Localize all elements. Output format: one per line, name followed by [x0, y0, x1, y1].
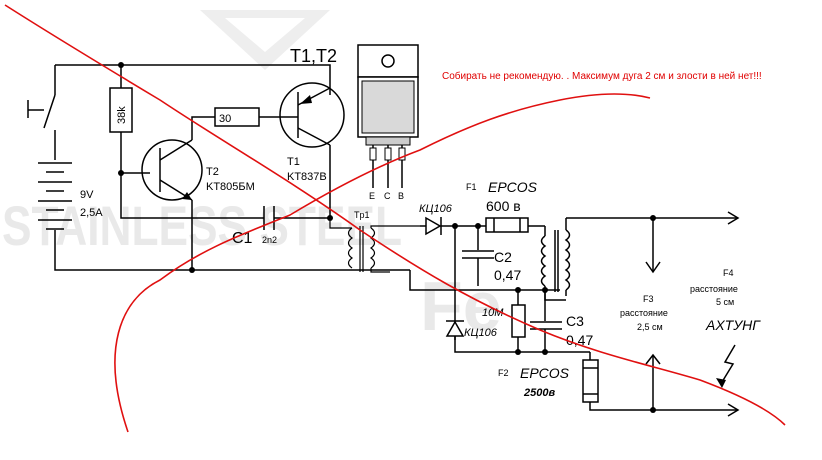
- capacitor-c1-value: 2n2: [262, 235, 277, 245]
- top-rail-wire: [55, 64, 331, 95]
- hv-return-wire: [409, 270, 560, 291]
- transistor-t1-name: T1: [287, 156, 300, 168]
- capacitor-c2-name: C2: [494, 249, 512, 265]
- oscillator-section: 9V 2,5A 38k T2 KT805БМ 30 T1 KT837B T1: [27, 46, 410, 273]
- diode-d1: [425, 216, 442, 236]
- diode-d1-label: КЦ106: [419, 203, 453, 215]
- transistor-pair-label: T1,T2: [290, 46, 337, 66]
- gap-f4-exclaim: АХТУНГ: [705, 317, 761, 333]
- junction-dot: [515, 349, 521, 355]
- fuse-f1-name: F1: [466, 182, 477, 192]
- transistor-t1-collector: [297, 127, 331, 146]
- hv-transformer-secondary: [564, 229, 571, 291]
- gap-f3-distance: 2,5 см: [637, 322, 663, 332]
- resistor-r2-label: 30: [219, 113, 231, 125]
- resistor-r3-label: 10M: [482, 307, 504, 319]
- switch-actuator: [27, 100, 44, 118]
- t2-collector-wire: [191, 116, 215, 140]
- diode-d2-label: КЦ106: [464, 327, 498, 339]
- package-pin-c: C: [384, 191, 391, 201]
- watermark: STAINLESS STEEL Fe: [2, 10, 502, 345]
- hv-transformer-primary: [540, 235, 547, 287]
- bottom-rail-wire: [54, 230, 410, 271]
- output-arrow-top: [727, 211, 740, 225]
- package-pin-b: B: [398, 191, 404, 201]
- resistor-r1-label: 38k: [116, 106, 128, 124]
- gap-f3-caption: расстояние: [620, 308, 668, 318]
- capacitor-c1-name: C1: [232, 230, 253, 247]
- gap-f4-distance: 5 см: [716, 297, 734, 307]
- r1-wire-bottom: [120, 132, 150, 174]
- battery-symbol: [38, 162, 72, 230]
- transformer-primary-lead: [329, 218, 352, 229]
- capacitor-c2-value: 0,47: [494, 267, 521, 283]
- transformer-out-bottom: [370, 268, 390, 273]
- fuse-f1-brand: EPCOS: [488, 179, 538, 195]
- warning-note: Собирать не рекомендую. . Максимум дуга …: [442, 70, 762, 82]
- transistor-t1: [279, 82, 345, 148]
- cross-out-line-ascending: [114, 93, 651, 433]
- transistor-t2-arrow: [182, 192, 192, 200]
- capacitor-c3-value: 0,47: [566, 332, 593, 348]
- spark-bolt-icon: [721, 344, 736, 383]
- battery-voltage-label: 9V: [80, 189, 94, 201]
- transistor-t2-name: T2: [206, 166, 219, 178]
- fuse-f2-rating: 2500в: [523, 387, 555, 399]
- switch-lever: [43, 94, 56, 129]
- transistor-t2: [141, 139, 203, 201]
- fuse-f1: [485, 217, 529, 233]
- transistor-package: E C B: [357, 44, 419, 201]
- package-pin-e: E: [369, 191, 375, 201]
- fuse-f1-rating: 600 в: [486, 198, 521, 214]
- c1-left-wire: [120, 173, 264, 219]
- junction-dot: [542, 349, 548, 355]
- transformer-label: Tp1: [354, 210, 370, 220]
- gap-f4-name: F4: [723, 268, 734, 278]
- capacitor-c3-name: C3: [566, 313, 584, 329]
- watermark-left-text: STAINLESS STEEL: [2, 194, 402, 257]
- fuse-f2-brand: EPCOS: [520, 365, 570, 381]
- transformer-tp1: Tp1: [329, 210, 420, 273]
- gap-f4-caption: расстояние: [690, 284, 738, 294]
- fuse-f2: [582, 359, 599, 403]
- transistor-t2-collector: [159, 139, 193, 161]
- transformer-primary-coil: [347, 227, 354, 269]
- transistor-t1-arrow: [300, 95, 312, 104]
- spark-bolt-arrow: [716, 378, 726, 388]
- cross-out-marks: [4, 4, 786, 433]
- junction-dot: [189, 267, 195, 273]
- hv-output-bottom: [589, 402, 738, 411]
- transformer-out-top: [370, 225, 420, 228]
- transistor-t2-part: KT805БМ: [206, 181, 255, 193]
- output-arrow-bottom: [727, 403, 740, 417]
- gap-f3-name: F3: [643, 294, 654, 304]
- junction-dot: [650, 407, 656, 413]
- cross-out-line-descending: [4, 4, 786, 426]
- transformer-secondary-coil: [369, 227, 376, 269]
- battery-current-label: 2,5A: [80, 207, 103, 219]
- hv-section: КЦ106 F1 EPCOS 600 в C2 0,47: [409, 179, 761, 417]
- fuse-f2-name: F2: [498, 368, 509, 378]
- transistor-t1-part: KT837B: [287, 171, 327, 183]
